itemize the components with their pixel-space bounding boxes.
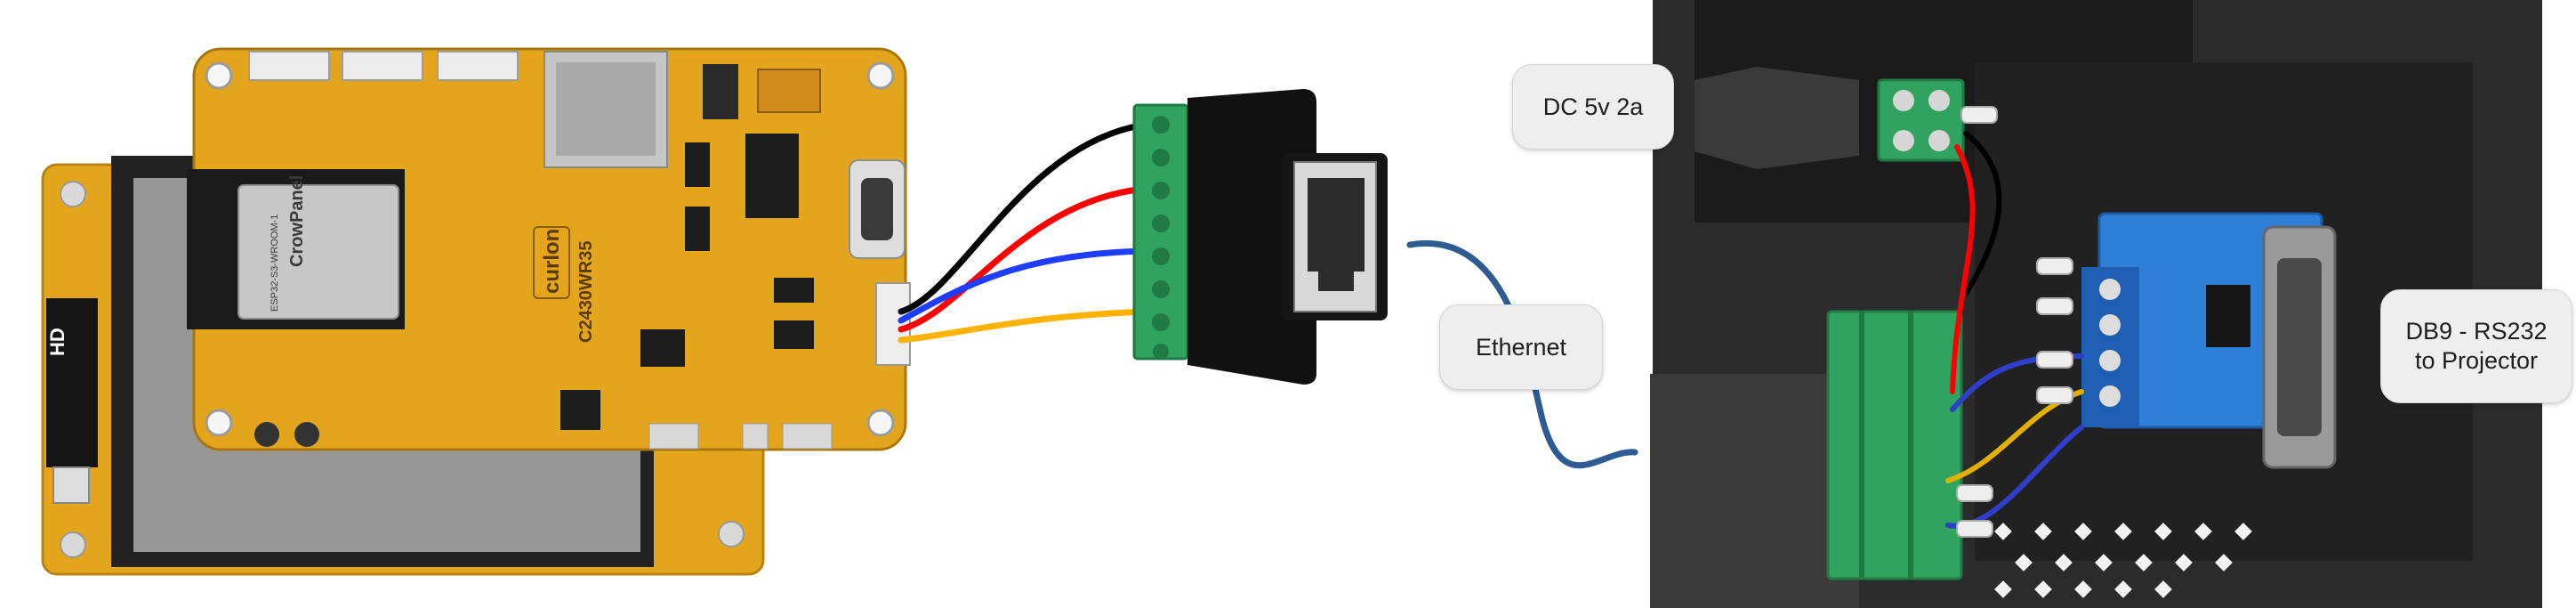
power-label-text: DC 5v 2a (1542, 93, 1644, 120)
screen-tag: HD (46, 328, 68, 356)
db9-label: DB9 - RS232 to Projector (2380, 289, 2572, 403)
module-brand: CrowPanel (287, 175, 307, 267)
ethernet-label-text: Ethernet (1475, 333, 1567, 361)
wire-blue (898, 247, 1149, 324)
ethernet-label: Ethernet (1439, 304, 1603, 390)
power-label: DC 5v 2a (1512, 64, 1674, 150)
signal-wires (898, 121, 1149, 344)
wire-black (898, 121, 1149, 315)
rj45-terminal-adapter (1132, 89, 1388, 385)
controller-pcb: CrowPanel ESP32-S3-WROOM-1 curlon C2430W… (187, 47, 911, 451)
board-model: C2430WR35 (576, 240, 596, 343)
controller-board-assembly: HD CrowPanel (41, 47, 911, 576)
db9-label-line2: to Projector (2414, 347, 2539, 374)
ethernet-cable (1406, 239, 1638, 469)
wire-red (898, 185, 1149, 333)
board-name: curlon (540, 229, 564, 294)
wire-yellow (898, 308, 1149, 344)
db9-label-line1: DB9 - RS232 (2405, 318, 2548, 345)
module-model: ESP32-S3-WROOM-1 (270, 215, 280, 312)
